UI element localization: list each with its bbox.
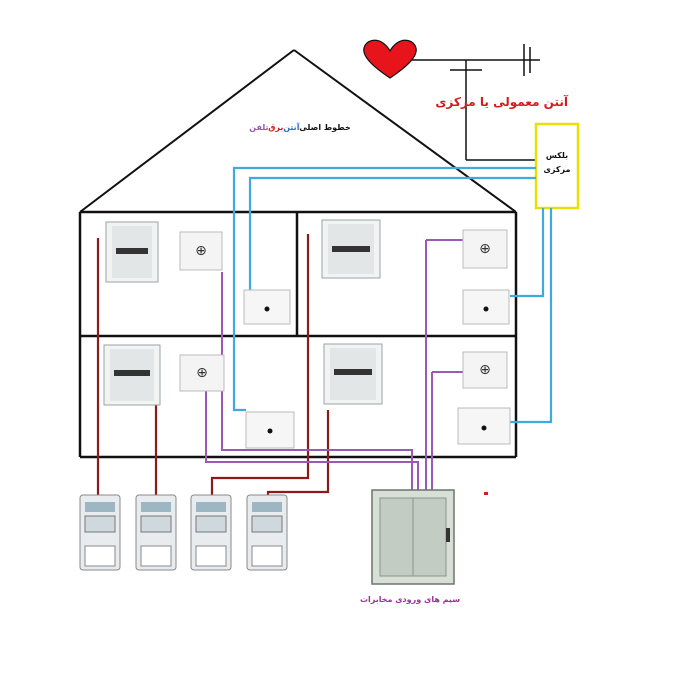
panel-unit-3 [103, 344, 161, 406]
antenna-cables [232, 166, 553, 424]
electricity-meter-1 [79, 494, 121, 571]
panel-unit-2 [321, 219, 381, 279]
telecom-label: سیم های ورودی مخابرات [360, 595, 460, 604]
svg-text:⊕: ⊕ [479, 362, 491, 378]
phone-socket-4: ⊕ [462, 351, 508, 389]
phone-socket-3: ⊕ [179, 354, 225, 392]
main-lines-phone-text: تلفن [249, 123, 268, 132]
antenna-assembly [363, 39, 540, 161]
antenna-cable-top-right [248, 176, 536, 290]
telecom-box [371, 489, 455, 585]
antenna-socket-2 [462, 289, 510, 325]
svg-text:⊕: ⊕ [196, 365, 208, 381]
svg-text:⊕: ⊕ [195, 243, 207, 259]
electricity-meter-4 [246, 494, 288, 571]
antenna-socket-1 [243, 289, 291, 325]
phone-socket-2: ⊕ [462, 229, 508, 269]
phone-cable-2 [205, 380, 419, 492]
panel-unit-1 [105, 221, 159, 283]
antenna-socket-3 [245, 411, 295, 449]
antenna-cable-top-left [232, 166, 536, 412]
power-cable-unit-3 [210, 234, 310, 495]
antenna-cable-right-lower [510, 208, 553, 424]
antenna-label: آنتن معمولی یا مرکزی [435, 94, 569, 110]
amplifier-box: بلکس مرکزی [534, 122, 580, 210]
house-outline [78, 49, 518, 459]
amplifier-label-line1: بلکس [546, 151, 568, 161]
red-marker [484, 492, 488, 495]
main-lines-power-text: برق [268, 123, 283, 132]
electricity-meter-3 [190, 494, 232, 571]
main-lines-label: خطوط اصلی آنتن برق تلفن [249, 122, 351, 132]
main-lines-antenna-text: آنتن [283, 122, 299, 132]
heart-icon [363, 39, 417, 79]
electricity-meter-2 [135, 494, 177, 571]
phone-socket-1: ⊕ [179, 231, 223, 271]
svg-text:⊕: ⊕ [479, 241, 491, 257]
antenna-cable-right-upper [510, 208, 545, 298]
panel-unit-4 [323, 343, 383, 405]
main-lines-text: خطوط اصلی [299, 123, 351, 132]
amplifier-label-line2: مرکزی [544, 165, 571, 174]
antenna-socket-4 [457, 407, 511, 445]
